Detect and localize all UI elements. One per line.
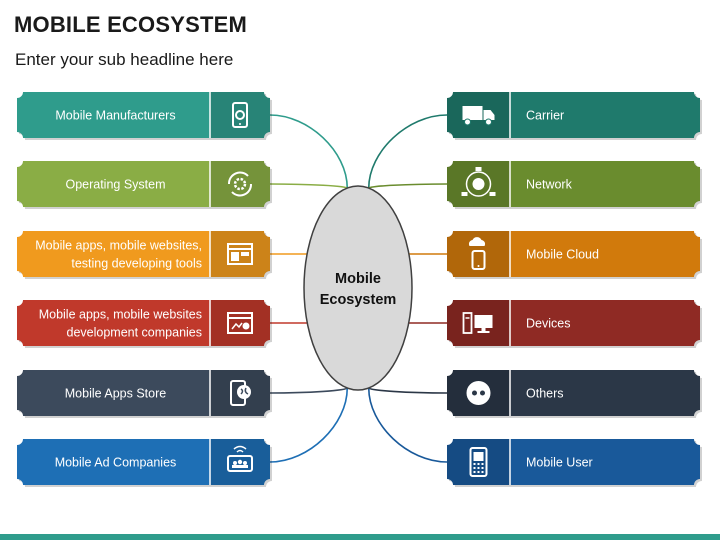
ad-broadcast-icon (227, 445, 253, 472)
center-node: Mobile Ecosystem (303, 185, 413, 391)
box-left-1: Mobile Manufacturers (17, 92, 272, 140)
page-title: MOBILE ECOSYSTEM (14, 12, 247, 37)
box-right-6: Mobile User (447, 439, 702, 487)
box-left-1-fill (17, 92, 270, 138)
box-left-3-icon-panel (210, 231, 270, 277)
box-left-2: Operating System (17, 161, 272, 209)
box-left-2-label-line1: Operating System (65, 178, 165, 192)
box-left-3-label-line1: Mobile apps, mobile websites, (35, 239, 202, 253)
box-left-6: Mobile Ad Companies (17, 439, 272, 487)
center-ellipse (303, 185, 413, 391)
box-right-2-fill (447, 161, 700, 207)
page-subtitle: Enter your sub headline here (15, 50, 234, 69)
center-label-line1: Mobile (335, 271, 381, 287)
connector-left-5 (269, 387, 349, 394)
box-left-4-icon-panel (210, 300, 270, 346)
phone-globe-icon (230, 380, 251, 406)
box-left-2-fill (17, 161, 270, 207)
connector-left-2 (269, 183, 349, 189)
dashboard-window-icon (227, 312, 253, 334)
box-left-3-label-line2: testing developing tools (71, 257, 202, 271)
box-right-3-label-line1: Mobile Cloud (526, 248, 599, 262)
connector-right-2 (367, 183, 448, 189)
dots-icon (466, 381, 491, 405)
connector-right-6 (367, 387, 448, 463)
bottom-accent-bar (0, 534, 720, 540)
center-label-line2: Ecosystem (320, 292, 397, 308)
box-left-4-label-line1: Mobile apps, mobile websites (39, 308, 202, 322)
browser-window-icon (227, 243, 253, 265)
box-left-1-icon-panel (210, 92, 270, 138)
cloud-phone-icon (468, 237, 486, 270)
box-right-1: Carrier (447, 92, 702, 140)
box-right-3-fill (447, 231, 700, 277)
phone-gear-icon (232, 102, 248, 128)
box-right-4: Devices (447, 300, 702, 348)
box-left-2-icon-panel (210, 161, 270, 207)
box-left-3: Mobile apps, mobile websites, testing dev… (17, 231, 272, 279)
box-left-4-label-line2: development companies (67, 326, 203, 340)
box-right-3: Mobile Cloud (447, 231, 702, 279)
box-right-6-icon-panel (447, 439, 510, 485)
connector-left-1 (269, 114, 349, 189)
box-right-1-label-line1: Carrier (526, 109, 564, 123)
network-globe-icon (461, 167, 496, 197)
connector-right-1 (367, 114, 448, 189)
cog-cycle-icon (227, 171, 253, 197)
box-right-5-label-line1: Others (526, 387, 564, 401)
connector-right-5 (367, 387, 448, 394)
box-left-5: Mobile Apps Store (17, 370, 272, 418)
box-right-2: Network (447, 161, 702, 209)
truck-icon (462, 106, 495, 126)
box-right-6-label-line1: Mobile User (526, 456, 593, 470)
box-right-2-label-line1: Network (526, 178, 573, 192)
connector-left-6 (269, 387, 349, 463)
box-right-6-fill (447, 439, 700, 485)
box-left-1-label-line1: Mobile Manufacturers (55, 109, 175, 123)
box-left-4: Mobile apps, mobile websites development … (17, 300, 272, 348)
box-left-5-fill (17, 370, 270, 416)
box-left-6-label-line1: Mobile Ad Companies (55, 456, 177, 470)
box-right-5: Others (447, 370, 702, 418)
mobile-phone-icon (469, 447, 488, 477)
box-right-4-label-line1: Devices (526, 317, 570, 331)
devices-icon (462, 312, 493, 334)
box-left-5-label-line1: Mobile Apps Store (65, 387, 166, 401)
